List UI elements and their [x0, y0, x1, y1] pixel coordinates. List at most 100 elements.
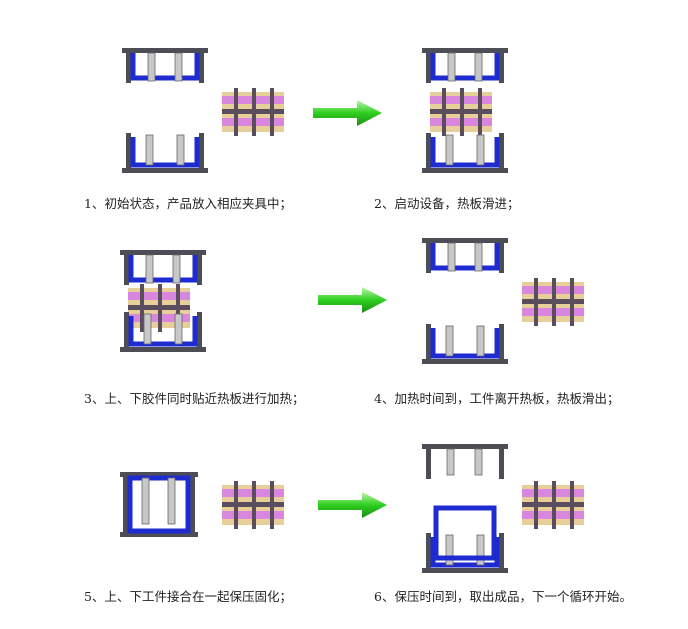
fixture-shape — [430, 243, 500, 271]
rod — [145, 254, 154, 284]
rod — [176, 134, 185, 166]
frame-post — [123, 472, 128, 537]
frame-bar — [422, 168, 508, 173]
frame-bar — [422, 359, 508, 364]
fixture-shape — [430, 537, 500, 568]
frame-post — [124, 312, 129, 347]
frame-bar — [120, 532, 198, 537]
fixture-shape — [130, 53, 200, 81]
step-1-arrow — [313, 100, 382, 126]
frame-post — [197, 312, 202, 347]
fixture-shape — [430, 137, 500, 168]
frame-post — [426, 449, 431, 479]
plate-pin — [234, 481, 238, 529]
step-2-upper-fixture — [422, 48, 508, 83]
fixture-shape — [130, 137, 200, 168]
rod — [445, 534, 454, 566]
plate-pin — [552, 481, 556, 529]
step-6-finished-product — [433, 505, 497, 561]
step-1-upper-fixture — [122, 48, 208, 83]
step-4-upper-fixture — [422, 238, 508, 273]
rod — [172, 254, 181, 284]
step-2-caption: 2、启动设备，热板滑进； — [374, 196, 520, 211]
step-6-upper-frame — [422, 444, 508, 479]
frame-post — [197, 255, 202, 285]
step-6-hot-plate — [522, 481, 584, 529]
frame-post — [499, 243, 504, 273]
rod — [476, 325, 485, 357]
rod — [445, 325, 454, 357]
frame-bar — [120, 472, 198, 477]
step-5-arrow — [318, 492, 387, 518]
frame-bar — [422, 444, 508, 449]
plate-pin — [176, 284, 180, 332]
rod — [476, 534, 485, 566]
frame-post — [499, 133, 504, 168]
step-3-arrow — [318, 287, 387, 313]
frame-post — [190, 472, 195, 537]
frame-post — [124, 255, 129, 285]
frame-post — [426, 53, 431, 83]
rod — [474, 52, 483, 82]
plate-pin — [534, 481, 538, 529]
rod — [474, 448, 483, 476]
fixture-shape — [430, 328, 500, 359]
step-6-caption: 6、保压时间到，取出成品，下一个循环开始。 — [374, 589, 632, 604]
step-3-upper-fixture — [120, 250, 206, 285]
plate-pin — [534, 278, 538, 326]
rod — [143, 313, 152, 345]
step-5-hot-plate — [222, 481, 284, 529]
plate-pin — [140, 284, 144, 332]
rod — [476, 134, 485, 166]
rod — [147, 52, 156, 82]
frame-post — [426, 133, 431, 168]
rod — [145, 134, 154, 166]
step-4-lower-fixture — [422, 324, 508, 364]
plate-pin — [552, 278, 556, 326]
plate-pin — [158, 284, 162, 332]
rod — [474, 242, 483, 272]
rod — [447, 52, 456, 82]
plate-pin — [478, 88, 482, 136]
step-1-lower-fixture — [122, 133, 208, 173]
frame-bar — [122, 168, 208, 173]
plate-pin — [442, 88, 446, 136]
frame-bar — [120, 347, 206, 352]
frame-post — [499, 533, 504, 568]
arrow-shape — [313, 100, 382, 126]
plate-pin — [270, 481, 274, 529]
step-6-lower-fixture — [422, 533, 508, 573]
frame-bar — [422, 48, 508, 53]
fixture-shape — [127, 475, 191, 534]
step-4-hot-plate — [522, 278, 584, 326]
frame-post — [499, 324, 504, 359]
step-2-hot-plate — [430, 88, 492, 136]
frame-post — [499, 449, 504, 479]
step-1-hot-plate — [222, 88, 284, 136]
frame-post — [499, 53, 504, 83]
step-3-caption: 3、上、下胶件同时贴近热板进行加热； — [84, 391, 305, 406]
plate-pin — [270, 88, 274, 136]
frame-bar — [422, 238, 508, 243]
plate-pin — [570, 481, 574, 529]
arrow-shape — [318, 287, 387, 313]
frame-post — [426, 324, 431, 359]
frame-post — [199, 53, 204, 83]
step-3-lower-fixture — [120, 312, 206, 352]
frame-bar — [422, 568, 508, 573]
step-5-caption: 5、上、下工件接合在一起保压固化； — [84, 589, 292, 604]
fixture-shape — [430, 53, 500, 81]
frame-post — [126, 133, 131, 168]
rod — [445, 134, 454, 166]
frame-bar — [120, 250, 206, 255]
rod — [446, 448, 455, 476]
fixture-shape — [128, 316, 198, 347]
plate-pin — [252, 88, 256, 136]
fixture-shape — [128, 255, 198, 283]
plate-pin — [570, 278, 574, 326]
rod — [167, 477, 176, 525]
frame-post — [199, 133, 204, 168]
rod — [174, 52, 183, 82]
